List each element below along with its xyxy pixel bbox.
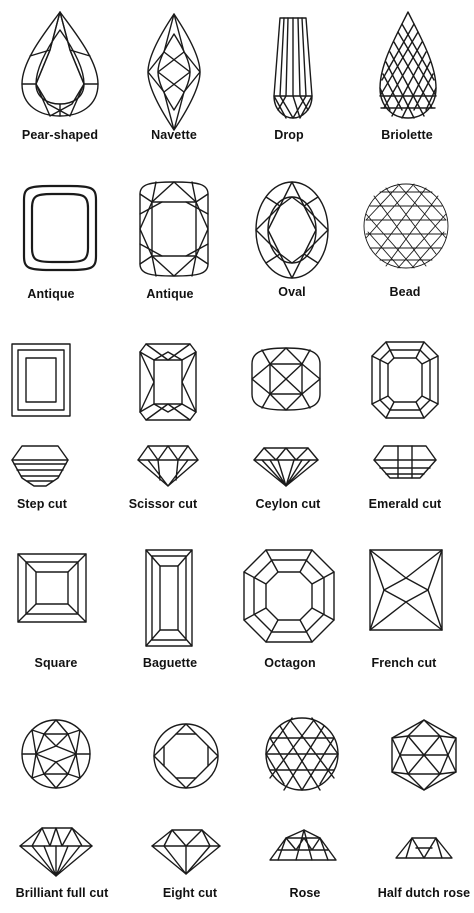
- label-french-cut: French cut: [371, 656, 437, 670]
- label-half-dutch-rose: Half dutch rose: [377, 886, 471, 900]
- label-octagon: Octagon: [264, 656, 316, 670]
- scissor-cut-side-gem: [137, 445, 199, 487]
- label-navette: Navette: [151, 128, 197, 142]
- label-baguette: Baguette: [142, 656, 198, 670]
- eight-cut-top-gem: [153, 723, 219, 789]
- label-eight-cut: Eight cut: [162, 886, 218, 900]
- label-antique-2: Antique: [146, 287, 194, 301]
- step-cut-top-gem: [11, 343, 71, 417]
- french-cut-gem: [369, 549, 443, 631]
- eight-cut-side-gem: [151, 829, 221, 875]
- half-dutch-rose-top-gem: [391, 719, 457, 791]
- label-step-cut: Step cut: [16, 497, 68, 511]
- brilliant-full-cut-top-gem: [21, 719, 91, 789]
- rose-side-gem: [269, 829, 337, 861]
- label-ceylon-cut: Ceylon cut: [255, 497, 321, 511]
- navette-gem: [147, 13, 201, 131]
- ceylon-cut-top-gem: [251, 347, 321, 411]
- label-oval: Oval: [278, 285, 306, 299]
- emerald-cut-side-gem: [373, 445, 437, 479]
- antique-rounded-square-gem: [22, 184, 98, 272]
- label-drop: Drop: [274, 128, 304, 142]
- step-cut-side-gem: [11, 445, 69, 487]
- half-dutch-rose-side-gem: [395, 837, 453, 859]
- octagon-gem: [243, 549, 335, 643]
- briolette-gem: [379, 11, 437, 119]
- square-gem: [17, 553, 87, 623]
- brilliant-full-cut-side-gem: [19, 827, 93, 877]
- label-square: Square: [34, 656, 78, 670]
- drop-gem: [273, 17, 313, 119]
- label-bead: Bead: [389, 285, 421, 299]
- baguette-gem: [145, 549, 193, 647]
- oval-gem: [255, 181, 329, 279]
- label-antique-1: Antique: [27, 287, 75, 301]
- label-scissor-cut: Scissor cut: [128, 497, 198, 511]
- bead-gem: [363, 183, 449, 269]
- label-brilliant-full-cut: Brilliant full cut: [15, 886, 109, 900]
- rose-top-gem: [265, 717, 339, 791]
- label-emerald-cut: Emerald cut: [368, 497, 442, 511]
- antique-cushion-gem: [139, 181, 209, 277]
- ceylon-cut-side-gem: [253, 447, 319, 487]
- scissor-cut-top-gem: [139, 343, 197, 421]
- emerald-cut-top-gem: [371, 341, 439, 419]
- label-pear-shaped: Pear-shaped: [21, 128, 99, 142]
- label-rose: Rose: [289, 886, 321, 900]
- label-briolette: Briolette: [381, 128, 433, 142]
- pear-shaped-gem: [21, 11, 99, 117]
